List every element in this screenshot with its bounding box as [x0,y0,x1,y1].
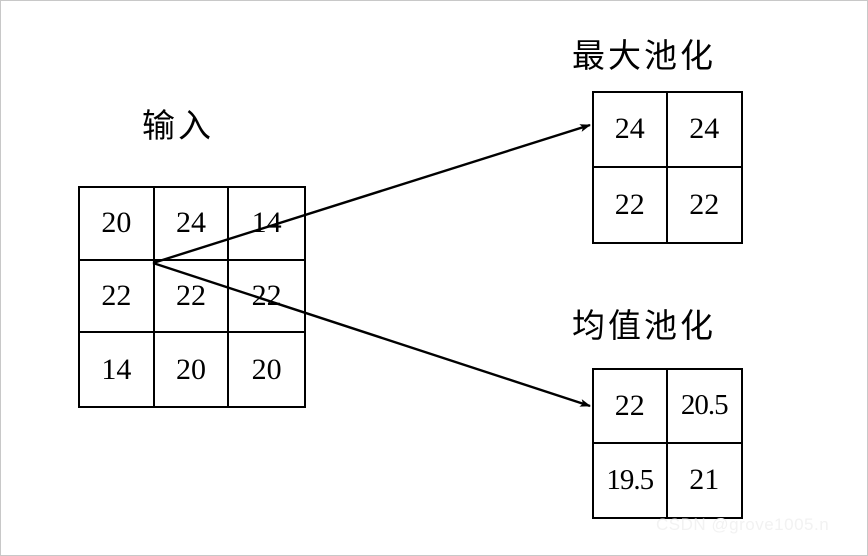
input-cell-r0c1: 24 [154,188,230,261]
watermark-text: CSDN @grove1005.n [656,515,830,534]
input-cell-r1c1: 22 [154,260,230,334]
input-cell-r2c1: 20 [155,333,230,406]
max-pooling-label: 最大池化 [572,39,716,75]
avgpool-cell-r1c1: 21 [689,463,720,497]
input-cell-r0c2: 14 [229,188,304,261]
input-cell-r1c2: 22 [229,261,304,334]
avgpool-cell-r0c1: 20.5 [667,370,741,444]
input-cell-r0c0: 20 [80,188,155,261]
input-label: 输入 [142,109,214,145]
maxpool-cell-r0c1: 24 [667,93,741,168]
average-pooling-label: 均值池化 [572,309,716,345]
input-matrix: 20 24 14 22 22 22 14 20 20 [78,186,306,408]
avgpool-cell-r0c0: 22 [594,370,668,444]
max-pooling-matrix: 24 24 22 22 [592,91,743,244]
maxpool-cell-r1c0: 22 [594,167,668,242]
average-pooling-matrix: 22 20.5 19.5 21 [592,368,743,519]
input-cell-r2c0: 14 [80,333,155,406]
input-cell-r1c0: 22 [80,260,155,334]
input-cell-r2c2: 20 [251,352,282,386]
maxpool-cell-r0c0: 24 [594,93,668,168]
maxpool-cell-r1c1: 22 [689,187,720,221]
avgpool-cell-r1c0: 19.5 [594,443,668,517]
